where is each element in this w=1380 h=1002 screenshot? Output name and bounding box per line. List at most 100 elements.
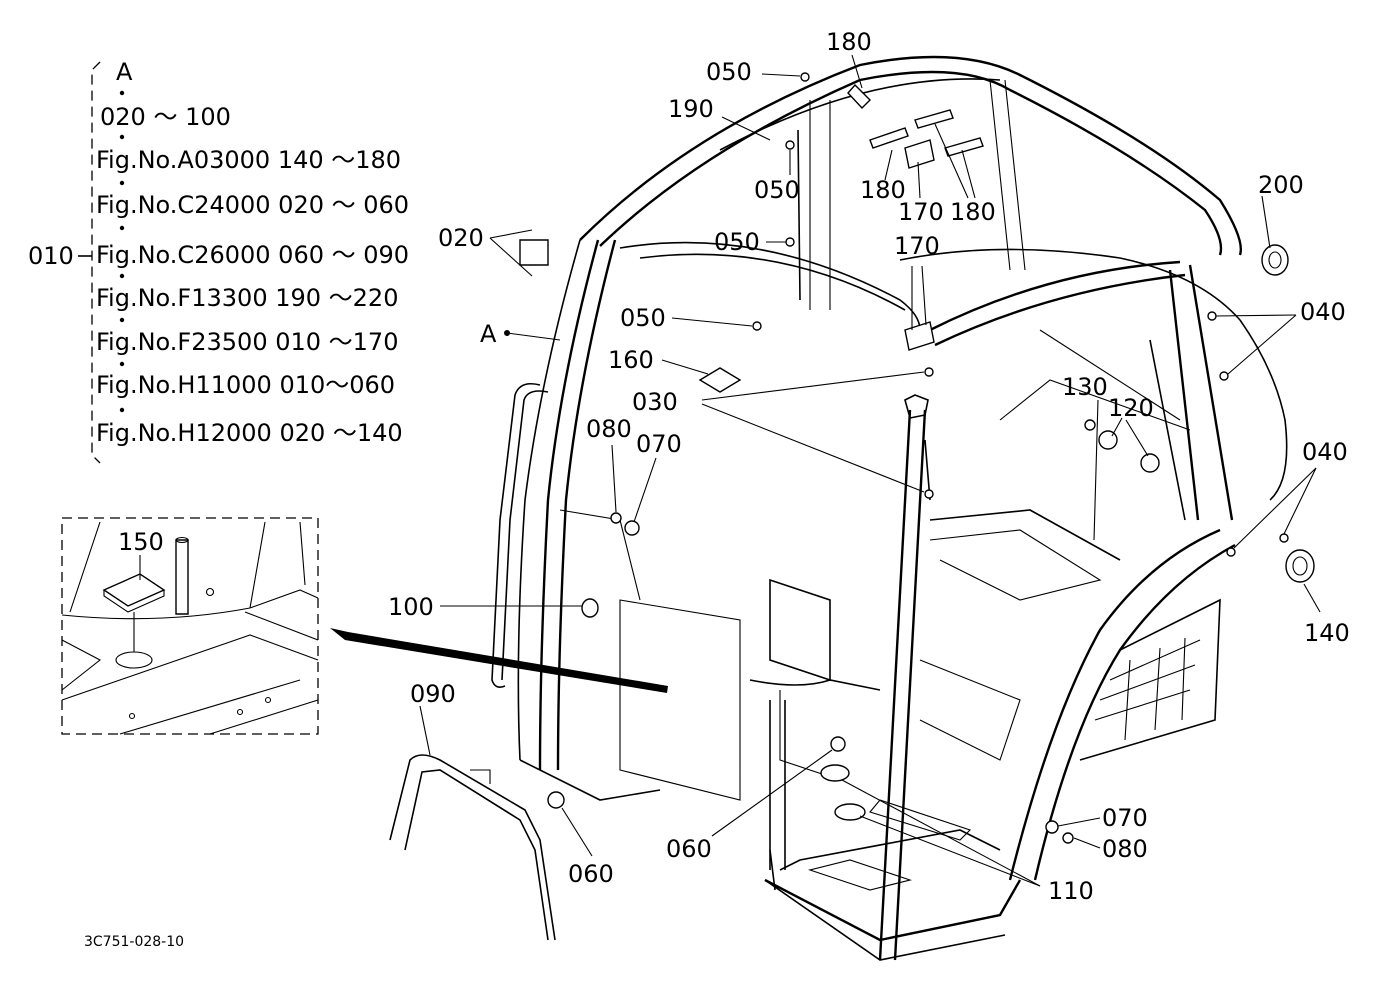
part-050 xyxy=(752,321,762,331)
part-030 xyxy=(924,489,934,499)
part-040 xyxy=(1279,533,1289,543)
callout-leader xyxy=(419,705,431,756)
part-080 xyxy=(1062,832,1074,844)
front-left-pillar-inner xyxy=(556,239,617,771)
inset-hole xyxy=(128,712,136,720)
callout-leader xyxy=(711,749,833,837)
right-side-panel xyxy=(1079,598,1221,761)
right-lower-frame xyxy=(1008,528,1221,881)
roof-arch-outer xyxy=(579,55,1242,256)
part-140 xyxy=(1285,549,1315,583)
console-box xyxy=(769,578,831,682)
index-line: 020 ～ 100 xyxy=(100,103,231,131)
left-door-panel xyxy=(619,599,741,801)
callout-leader xyxy=(1261,195,1271,249)
rear-window-frame xyxy=(999,379,1191,431)
index-line: A xyxy=(116,58,133,86)
rear-arch-side xyxy=(1239,319,1288,501)
index-separator-dot xyxy=(119,90,125,96)
reference-marker-leader xyxy=(506,332,561,341)
part-110 xyxy=(834,803,866,821)
callout-leader xyxy=(1073,837,1101,849)
index-separator-dot xyxy=(119,180,125,186)
callout-label: 180 xyxy=(950,198,996,226)
inset-hole xyxy=(264,696,272,704)
callout-leader xyxy=(1057,817,1101,827)
inset-pillar xyxy=(299,521,306,586)
inset-clip xyxy=(205,587,215,597)
rear-floor-edge xyxy=(929,509,1121,561)
inset-floor-edge xyxy=(61,607,251,620)
gas-strut-190 xyxy=(797,129,801,301)
callout-leader xyxy=(633,457,657,523)
part-030 xyxy=(924,367,934,377)
callout-label: 130 xyxy=(1062,373,1108,401)
callout-leader xyxy=(561,807,593,857)
inset-panel xyxy=(61,634,319,701)
front-arch xyxy=(619,241,921,331)
cab-frame xyxy=(389,55,1315,961)
callout-label: 140 xyxy=(1304,619,1350,647)
part-110 xyxy=(820,764,850,782)
floor-step xyxy=(764,849,1006,961)
callout-label: 060 xyxy=(568,860,614,888)
document-code: 3C751-028-10 xyxy=(84,934,184,950)
part-140-inner xyxy=(1292,556,1308,576)
callout-leader xyxy=(1215,314,1297,317)
callout-leader xyxy=(701,403,925,493)
index-separator-dot xyxy=(119,317,125,323)
rear-window-post xyxy=(809,100,831,310)
index-line: Fig.No.C24000 020 ～ 060 xyxy=(96,191,409,219)
callout-label: 180 xyxy=(826,28,872,56)
center-pillar-right xyxy=(893,409,927,961)
inset-panel xyxy=(209,699,319,735)
inset-hole xyxy=(236,708,244,716)
callout-label: 020 xyxy=(438,224,484,252)
callout-label: 150 xyxy=(118,528,164,556)
part-130 xyxy=(1084,419,1096,431)
callout-leader xyxy=(721,116,771,141)
part-020-bracket xyxy=(519,239,549,266)
part-160 xyxy=(698,367,742,393)
left-handrail-inner xyxy=(501,390,549,681)
callout-label: 110 xyxy=(1048,877,1094,905)
inset-panel xyxy=(61,639,102,691)
part-040 xyxy=(1219,371,1229,381)
callout-leader xyxy=(841,779,1041,887)
callout-leader xyxy=(859,815,1041,887)
callout-label: 040 xyxy=(1302,438,1348,466)
callout-label: 050 xyxy=(714,228,760,256)
index-line: Fig.No.F23500 010 ～170 xyxy=(96,328,398,356)
part-200 xyxy=(1261,244,1289,276)
callout-label: 050 xyxy=(706,58,752,86)
callout-label: 070 xyxy=(1102,804,1148,832)
index-separator-dot xyxy=(119,273,125,279)
front-arch-inner xyxy=(639,253,906,311)
index-separator-dot xyxy=(119,407,125,413)
floor-plate xyxy=(779,829,1001,871)
pedal-bar xyxy=(749,679,881,691)
part-050 xyxy=(800,72,810,82)
left-handrail xyxy=(491,382,541,688)
callout-label: 050 xyxy=(754,176,800,204)
part-180 xyxy=(944,137,984,157)
inset-strip-part xyxy=(175,539,189,615)
center-pillar-cap xyxy=(904,394,929,419)
index-separator-dot xyxy=(119,225,125,231)
inset-pillar xyxy=(69,521,101,613)
inset-detail: 150 xyxy=(61,517,319,735)
index-line: Fig.No.H12000 020 ～140 xyxy=(96,419,403,447)
reference-marker: A xyxy=(480,320,497,348)
front-left-pillar-back xyxy=(517,239,581,761)
inset-pad-part xyxy=(102,573,166,607)
part-070 xyxy=(1045,820,1059,834)
bracket-090-inner xyxy=(404,769,549,941)
roof-rail xyxy=(719,78,1001,151)
callout-leader xyxy=(701,371,925,401)
inset-step-edge xyxy=(244,611,319,641)
center-pillar-left xyxy=(878,409,912,961)
callout-label: 090 xyxy=(410,680,456,708)
callout-label: 080 xyxy=(1102,835,1148,863)
callout-leader xyxy=(661,359,709,375)
floor-front-edge xyxy=(764,878,1022,942)
